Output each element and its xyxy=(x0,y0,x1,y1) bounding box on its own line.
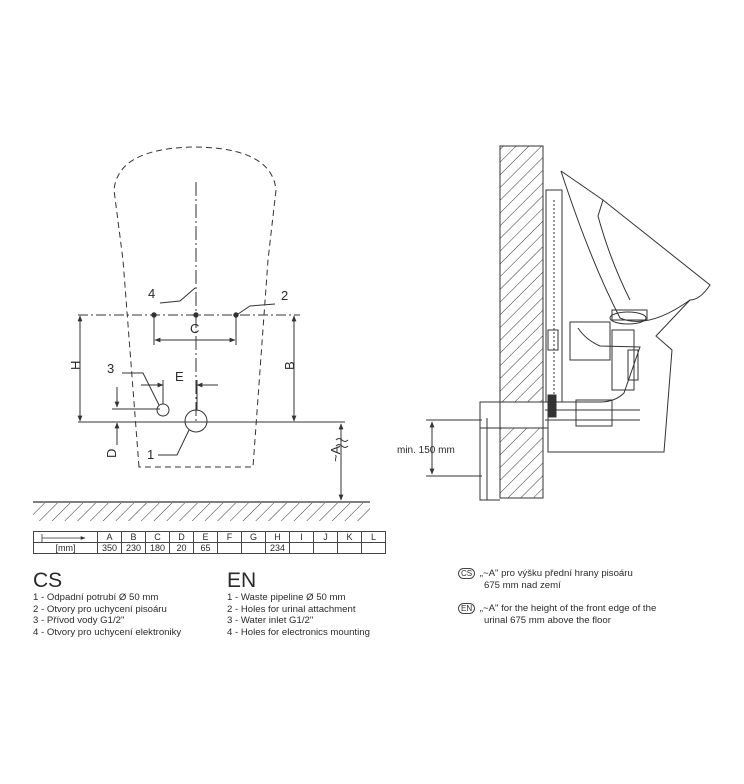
table-header-cell xyxy=(33,531,98,543)
table-cell: 180 xyxy=(145,542,170,554)
table-header-cell: I xyxy=(289,531,314,543)
table-cell: 234 xyxy=(265,542,290,554)
table-cell xyxy=(217,542,242,554)
table-cell: 65 xyxy=(193,542,218,554)
callout-2: 2 xyxy=(281,288,288,303)
legend-en: EN 1 - Waste pipeline Ø 50 mm 2 - Holes … xyxy=(227,570,370,638)
cs-badge: CS xyxy=(458,568,476,579)
table-header-cell: H xyxy=(265,531,290,543)
legend-en-item: 4 - Holes for electronics mounting xyxy=(227,626,370,638)
table-header-cell: J xyxy=(313,531,338,543)
dimension-table: A B C D E F G H I J K L [mm] 350 230 180… xyxy=(33,531,386,554)
label-d: D xyxy=(104,449,119,458)
table-cell xyxy=(337,542,362,554)
table-cell xyxy=(289,542,314,554)
front-view-labels: H B C E D ~A 1 2 3 4 xyxy=(68,286,343,462)
table-cell xyxy=(313,542,338,554)
table-values-row: [mm] 350 230 180 20 65 234 xyxy=(33,542,386,554)
table-cell: 230 xyxy=(121,542,146,554)
table-header-cell: D xyxy=(169,531,194,543)
callout-4: 4 xyxy=(148,286,155,301)
table-header-cell: C xyxy=(145,531,170,543)
min-150-label: min. 150 mm xyxy=(397,445,455,456)
table-cell xyxy=(241,542,266,554)
legend-cs-item: 4 - Otvory pro uchycení elektroniky xyxy=(33,626,182,638)
side-view xyxy=(426,145,711,501)
table-header-cell: A xyxy=(97,531,122,543)
legend-cs-title: CS xyxy=(33,569,63,592)
note-en: EN „~A" for the height of the front edge… xyxy=(458,603,656,627)
label-b: B xyxy=(282,361,297,370)
note-en-line1: „~A" for the height of the front edge of… xyxy=(479,603,657,614)
legend-en-item: 2 - Holes for urinal attachment xyxy=(227,603,356,615)
label-a: ~A xyxy=(328,445,343,462)
table-cell xyxy=(361,542,386,554)
en-badge: EN xyxy=(458,603,476,614)
table-header-cell: F xyxy=(217,531,242,543)
label-c: C xyxy=(190,321,199,336)
callout-1: 1 xyxy=(147,447,154,462)
table-header-cell: K xyxy=(337,531,362,543)
table-header-row: A B C D E F G H I J K L xyxy=(33,531,386,543)
table-cell: 350 xyxy=(97,542,122,554)
wall xyxy=(499,145,544,499)
callout-3: 3 xyxy=(107,361,114,376)
note-cs-line1: „~A" pro výšku přední hrany pisoáru xyxy=(479,568,633,579)
legend-cs-item: 3 - Přívod vody G1/2" xyxy=(33,615,125,627)
urinal-outline xyxy=(113,146,277,468)
note-cs: CS „~A" pro výšku přední hrany pisoáru 6… xyxy=(458,568,633,592)
legend-cs-item: 2 - Otvory pro uchycení pisoáru xyxy=(33,603,167,615)
urinal-body xyxy=(547,170,711,453)
label-h: H xyxy=(68,361,83,370)
legend-en-title: EN xyxy=(227,569,257,592)
note-en-line2: urinal 675 mm above the floor xyxy=(484,615,611,626)
table-header-cell: G xyxy=(241,531,266,543)
table-header-cell: E xyxy=(193,531,218,543)
table-cell: [mm] xyxy=(33,542,98,554)
legend-en-item: 3 - Water inlet G1/2" xyxy=(227,615,314,627)
front-view xyxy=(77,146,349,501)
legend-cs: CS 1 - Odpadní potrubí Ø 50 mm 2 - Otvor… xyxy=(33,570,181,638)
floor xyxy=(33,501,370,521)
note-cs-line2: 675 mm nad zemí xyxy=(484,580,561,591)
water-inlet-circle xyxy=(156,403,170,417)
label-e: E xyxy=(175,369,184,384)
table-header-cell: B xyxy=(121,531,146,543)
table-cell: 20 xyxy=(169,542,194,554)
legend-cs-item: 1 - Odpadní potrubí Ø 50 mm xyxy=(33,592,159,603)
legend-en-item: 1 - Waste pipeline Ø 50 mm xyxy=(227,592,346,603)
waste-pipe-circle xyxy=(184,409,208,433)
table-header-cell: L xyxy=(361,531,386,543)
